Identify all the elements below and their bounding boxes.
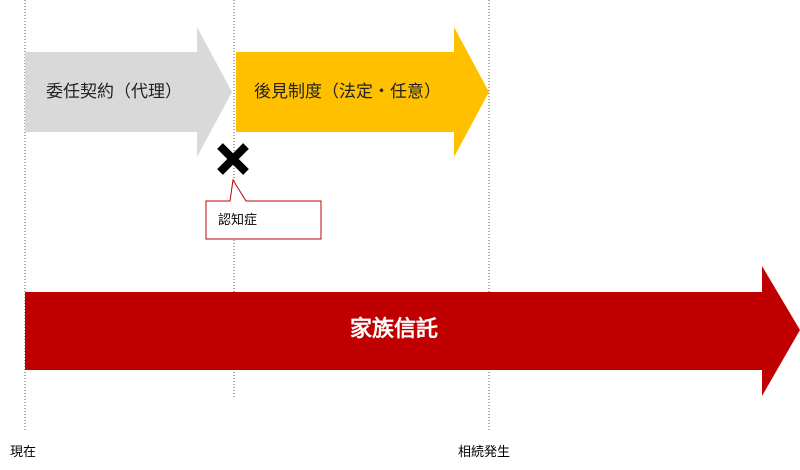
cross-icon xyxy=(217,143,249,175)
guardianship-label: 後見制度（法定・任意） xyxy=(254,82,441,102)
dementia-callout xyxy=(205,178,322,240)
agency-label: 委任契約（代理） xyxy=(46,82,182,102)
inheritance-label: 相続発生 xyxy=(458,445,511,460)
trust-arrow xyxy=(25,266,800,396)
start-label: 現在 xyxy=(10,445,37,460)
trust-label: 家族信託 xyxy=(350,317,439,342)
dementia-label: 認知症 xyxy=(218,213,258,228)
guardianship-arrow xyxy=(236,27,489,157)
agency-arrow xyxy=(25,27,232,157)
